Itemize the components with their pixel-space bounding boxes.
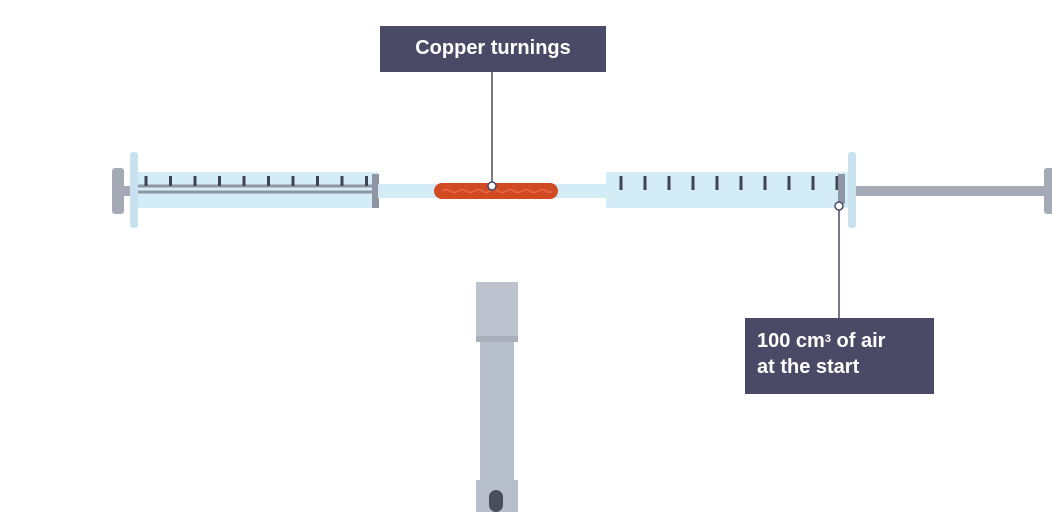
initial-air-volume-label: 100 cm3 of air at the start (745, 318, 934, 394)
left-syringe (112, 152, 379, 228)
initial-air-volume-line-1: 100 cm3 of air (757, 328, 934, 354)
right-syringe-flange (848, 152, 856, 228)
copper-texture (441, 188, 553, 194)
copper-turnings-label-text: Copper turnings (415, 37, 571, 59)
burner-air-hole (489, 490, 503, 512)
burner-tube (480, 342, 514, 482)
air-volume-suffix: of air (830, 330, 886, 352)
right-syringe-plunger-handle (1044, 168, 1052, 214)
right-syringe-seal (838, 174, 845, 204)
right-syringe-plunger-rod (856, 186, 1052, 196)
right-syringe-scale (619, 176, 839, 190)
copper-turnings-label: Copper turnings (380, 26, 606, 72)
left-syringe-seal (372, 174, 379, 208)
air-volume-unit-exponent: 3 (824, 333, 831, 345)
initial-air-volume-line-2: at the start (757, 356, 860, 378)
copper-leader-dot (487, 181, 497, 191)
left-syringe-flange (130, 152, 138, 228)
bunsen-burner (476, 282, 518, 512)
left-syringe-barrel (138, 172, 378, 208)
left-syringe-plunger-handle (112, 168, 124, 214)
burner-collar (476, 336, 518, 342)
left-syringe-scale (144, 176, 368, 186)
copper-turnings (434, 183, 558, 199)
right-syringe (606, 152, 1052, 228)
air-leader-dot (834, 201, 844, 211)
air-volume-value: 100 cm (757, 330, 825, 352)
left-syringe-plunger-rod (122, 186, 134, 196)
burner-top (476, 282, 518, 340)
